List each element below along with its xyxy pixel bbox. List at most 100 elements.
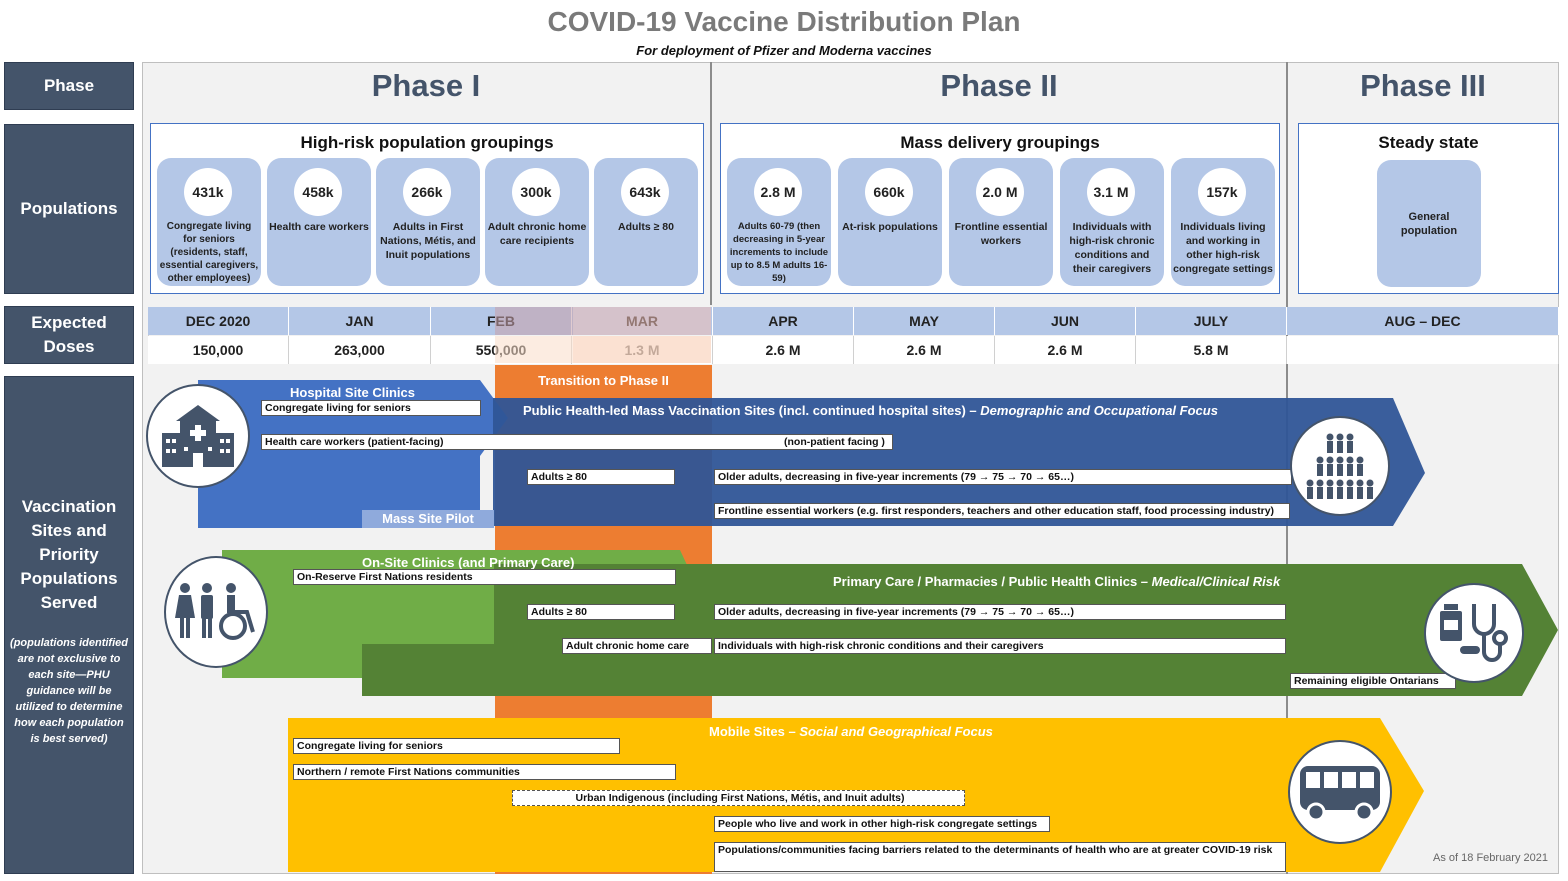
medicine-stethoscope-icon (1424, 583, 1524, 683)
hospital-icon (146, 384, 250, 488)
label-congregate-living: Congregate living for seniors (261, 400, 481, 416)
population-label: Individuals living and working in other … (1173, 221, 1273, 275)
label-older-adults: Older adults, decreasing in five-year in… (714, 469, 1292, 485)
transition-overlay (495, 336, 573, 363)
primary-care-heading: Primary Care / Pharmacies / Public Healt… (833, 574, 1280, 589)
population-group-steady-state: Steady state General population (1298, 123, 1559, 294)
mass-heading-main: Public Health-led Mass Vaccination Sites… (523, 403, 981, 418)
sites-line: Sites and (31, 521, 107, 540)
label-barriers: Populations/communities facing barriers … (714, 842, 1286, 872)
population-label: Adults 60-79 (then decreasing in 5-year … (729, 221, 829, 284)
note-line: (populations identified (10, 637, 128, 649)
primary-heading-focus: Medical/Clinical Risk (1151, 574, 1281, 589)
label-urban-indigenous: Urban Indigenous (including First Nation… (512, 790, 965, 806)
transition-label: Transition to Phase II (538, 373, 669, 388)
sites-line: Populations (20, 569, 118, 588)
doses-value-cell (1287, 336, 1559, 364)
label-frontline-workers: Frontline essential workers (e.g. first … (714, 503, 1290, 519)
population-count: 458k (294, 168, 342, 216)
population-label: Frontline essential workers (954, 221, 1048, 247)
bus-glyph (1300, 766, 1380, 822)
doses-month-cell: JULY (1136, 307, 1287, 335)
population-count: 266k (403, 168, 451, 216)
label-adults-80: Adults ≥ 80 (527, 469, 675, 485)
primary-heading-main: Primary Care / Pharmacies / Public Healt… (833, 574, 1152, 589)
population-label: General population (1400, 211, 1458, 237)
population-count: 300k (512, 168, 560, 216)
population-count: 157k (1198, 168, 1246, 216)
row-head-sites: Vaccination Sites and Priority Populatio… (4, 376, 134, 874)
note-line: each site—PHU (28, 669, 110, 681)
page-title: COVID-19 Vaccine Distribution Plan (547, 6, 1021, 37)
row-head-phase-text: Phase (43, 76, 95, 95)
note-line: is best served) (30, 733, 108, 745)
row-head-populations-text: Populations (20, 199, 118, 218)
medicine-stethoscope-glyph (1440, 604, 1508, 662)
doses-month-cell: DEC 2020 (148, 307, 289, 335)
mobile-heading-main: Mobile Sites – (709, 724, 800, 739)
doses-value-cell: 263,000 (289, 336, 431, 364)
population-count: 431k (184, 168, 232, 216)
transition-overlay (573, 336, 711, 363)
hospital-arrow (198, 380, 508, 528)
as-of-date: As of 18 February 2021 (1433, 852, 1548, 864)
population-label: Individuals with high-risk chronic condi… (1069, 221, 1155, 275)
label-home-care: Adult chronic home care (562, 638, 712, 654)
note-line: guidance will be (26, 685, 112, 697)
mass-site-pilot: Mass Site Pilot (362, 510, 494, 528)
doses-month-cell: JUN (995, 307, 1136, 335)
doses-month-cell: MAY (854, 307, 995, 335)
phase-2-heading: Phase II (940, 68, 1058, 103)
population-label: Adults ≥ 80 (618, 221, 674, 233)
population-label: Health care workers (269, 221, 369, 233)
label-on-reserve: On-Reserve First Nations residents (293, 569, 676, 585)
row-head-populations: Populations (4, 124, 134, 294)
mass-vaccination-heading: Public Health-led Mass Vaccination Sites… (523, 403, 1218, 418)
phase-1-heading: Phase I (371, 68, 481, 103)
population-count: 643k (621, 168, 669, 216)
label-older-adults-primary: Older adults, decreasing in five-year in… (714, 604, 1286, 620)
population-count: 2.0 M (976, 168, 1024, 216)
doses-value-cell: 2.6 M (713, 336, 854, 364)
label-non-patient: (non-patient facing ) (784, 436, 885, 448)
note-line: how each population (14, 717, 124, 729)
population-count: 2.8 M (754, 168, 802, 216)
doses-value-cell: 2.6 M (995, 336, 1136, 364)
note-line: utilized to determine (15, 701, 123, 713)
doses-month-cell: JAN (289, 307, 431, 335)
population-pill: 2.8 M Adults 60-79 (then decreasing in 5-… (727, 158, 831, 286)
row-head-doses-line2: Doses (43, 337, 95, 356)
sites-line: Vaccination (21, 497, 117, 516)
label-remaining-eligible: Remaining eligible Ontarians (1290, 673, 1456, 689)
mobile-sites-heading: Mobile Sites – Social and Geographical F… (709, 724, 993, 739)
people-pyramid-glyph (1306, 433, 1374, 499)
population-label: Congregate living for seniors (residents… (159, 221, 259, 284)
bus-icon (1288, 740, 1392, 844)
row-head-sites-note: (populations identified are not exclusiv… (10, 635, 128, 747)
doses-month-cell: AUG – DEC (1287, 307, 1559, 335)
mobile-heading-focus: Social and Geographical Focus (799, 724, 993, 739)
group-title: High-risk population groupings (300, 133, 554, 152)
people-accessibility-glyph (175, 583, 255, 640)
label-health-care-workers: Health care workers (patient-facing)(non… (261, 434, 893, 450)
population-label: Adult chronic home care recipients (487, 221, 587, 247)
sites-line: Priority (39, 545, 99, 564)
row-head-doses: Expected Doses (4, 306, 134, 364)
phase-divider (710, 62, 712, 305)
note-line: are not exclusive to (17, 653, 121, 665)
label-northern-communities: Northern / remote First Nations communit… (293, 764, 676, 780)
label-adults-80-onsite: Adults ≥ 80 (527, 604, 675, 620)
row-head-sites-title: Vaccination Sites and Priority Populatio… (20, 495, 117, 615)
group-title: Steady state (1378, 133, 1479, 152)
page-subtitle: For deployment of Pfizer and Moderna vac… (636, 43, 932, 58)
doses-value-cell: 2.6 M (854, 336, 995, 364)
